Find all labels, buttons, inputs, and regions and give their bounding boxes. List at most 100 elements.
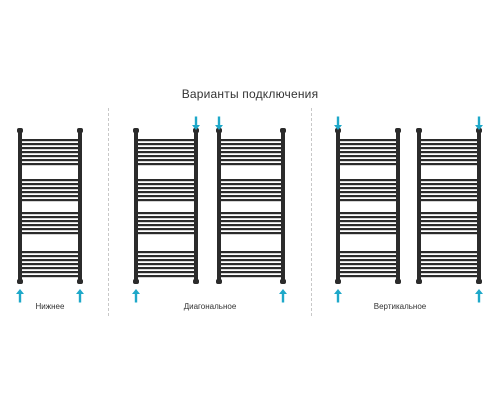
radiator-cap (280, 279, 286, 284)
radiator-bar (20, 267, 80, 270)
radiator-bar (20, 232, 80, 235)
arrow-icon (475, 116, 483, 130)
radiator-bar (338, 212, 398, 215)
radiator-cap (77, 128, 83, 133)
radiator-bar (419, 255, 479, 258)
radiator-bar (419, 224, 479, 227)
radiator-bar (20, 179, 80, 182)
radiator-cap (216, 128, 222, 133)
radiator-cap (193, 128, 199, 133)
radiator-bar (338, 255, 398, 258)
radiator-bar (419, 220, 479, 223)
radiator-bar (338, 267, 398, 270)
section-divider (311, 108, 312, 316)
radiator-bar (20, 155, 80, 158)
arrow-icon (279, 289, 287, 303)
radiator-bar (136, 255, 196, 258)
radiator-cap (133, 128, 139, 133)
radiator-post (336, 131, 340, 281)
radiator-bar (419, 179, 479, 182)
radiator-bar (219, 163, 283, 166)
radiator-bar (419, 232, 479, 235)
radiator-bar (20, 151, 80, 154)
radiator-bar (219, 232, 283, 235)
radiator-bar (20, 183, 80, 186)
radiator-bar (338, 179, 398, 182)
radiator-cap (335, 279, 341, 284)
radiator-bar (338, 263, 398, 266)
radiator-bar (20, 220, 80, 223)
towel-radiator (133, 128, 199, 284)
radiator-bar (338, 271, 398, 274)
radiator-bar (219, 224, 283, 227)
radiator-bar (20, 199, 80, 202)
radiator-cap (395, 128, 401, 133)
radiator-bar (338, 163, 398, 166)
radiator-cap (17, 279, 23, 284)
radiator-bar (136, 139, 196, 142)
radiator-bar (20, 216, 80, 219)
radiator-bar (419, 151, 479, 154)
towel-radiator (335, 128, 401, 284)
radiator-bar (136, 259, 196, 262)
radiator-bar (419, 191, 479, 194)
radiator-bar (338, 259, 398, 262)
arrow-icon (132, 289, 140, 303)
radiator-bar (219, 155, 283, 158)
radiator-bar (20, 228, 80, 231)
radiator-bar (419, 259, 479, 262)
radiator-bar (136, 224, 196, 227)
radiator-bar (338, 155, 398, 158)
radiator-bar (419, 195, 479, 198)
radiator-bar (136, 267, 196, 270)
radiator-bar (219, 267, 283, 270)
radiator-bar (338, 220, 398, 223)
towel-radiator (17, 128, 83, 284)
radiator-cap (395, 279, 401, 284)
radiator-bar (136, 199, 196, 202)
radiator-bar (338, 183, 398, 186)
towel-radiator (216, 128, 286, 284)
radiator-cap (476, 279, 482, 284)
radiator-bar (136, 212, 196, 215)
radiator-bar (419, 228, 479, 231)
radiator-cap (216, 279, 222, 284)
radiator-bar (219, 195, 283, 198)
radiator-post (194, 131, 198, 281)
radiator-bar (419, 147, 479, 150)
radiator-bar (419, 187, 479, 190)
radiator-bar (20, 163, 80, 166)
arrow-icon (475, 289, 483, 303)
radiator-bar (136, 228, 196, 231)
arrow-icon (16, 289, 24, 303)
radiator-bar (219, 216, 283, 219)
radiator-cap (416, 128, 422, 133)
radiator-bar (419, 267, 479, 270)
radiator-bar (20, 195, 80, 198)
radiator-bar (219, 259, 283, 262)
radiator-bar (219, 275, 283, 278)
radiator-bar (338, 191, 398, 194)
radiator-bar (338, 199, 398, 202)
radiator-bar (219, 139, 283, 142)
radiator-bar (338, 159, 398, 162)
radiator-bar (419, 275, 479, 278)
radiator-bar (219, 271, 283, 274)
radiator-cap (335, 128, 341, 133)
radiator-bar (419, 163, 479, 166)
radiator-cap (416, 279, 422, 284)
radiator-bar (136, 159, 196, 162)
radiator-bar (219, 228, 283, 231)
radiator-bar (20, 259, 80, 262)
radiator-bar (136, 195, 196, 198)
radiator-bar (20, 191, 80, 194)
radiator-cap (17, 128, 23, 133)
radiator-bar (219, 147, 283, 150)
radiator-bar (136, 163, 196, 166)
radiator-bar (219, 263, 283, 266)
radiator-bar (20, 212, 80, 215)
radiator-bar (338, 251, 398, 254)
radiator-bar (219, 143, 283, 146)
radiator-post (217, 131, 221, 281)
